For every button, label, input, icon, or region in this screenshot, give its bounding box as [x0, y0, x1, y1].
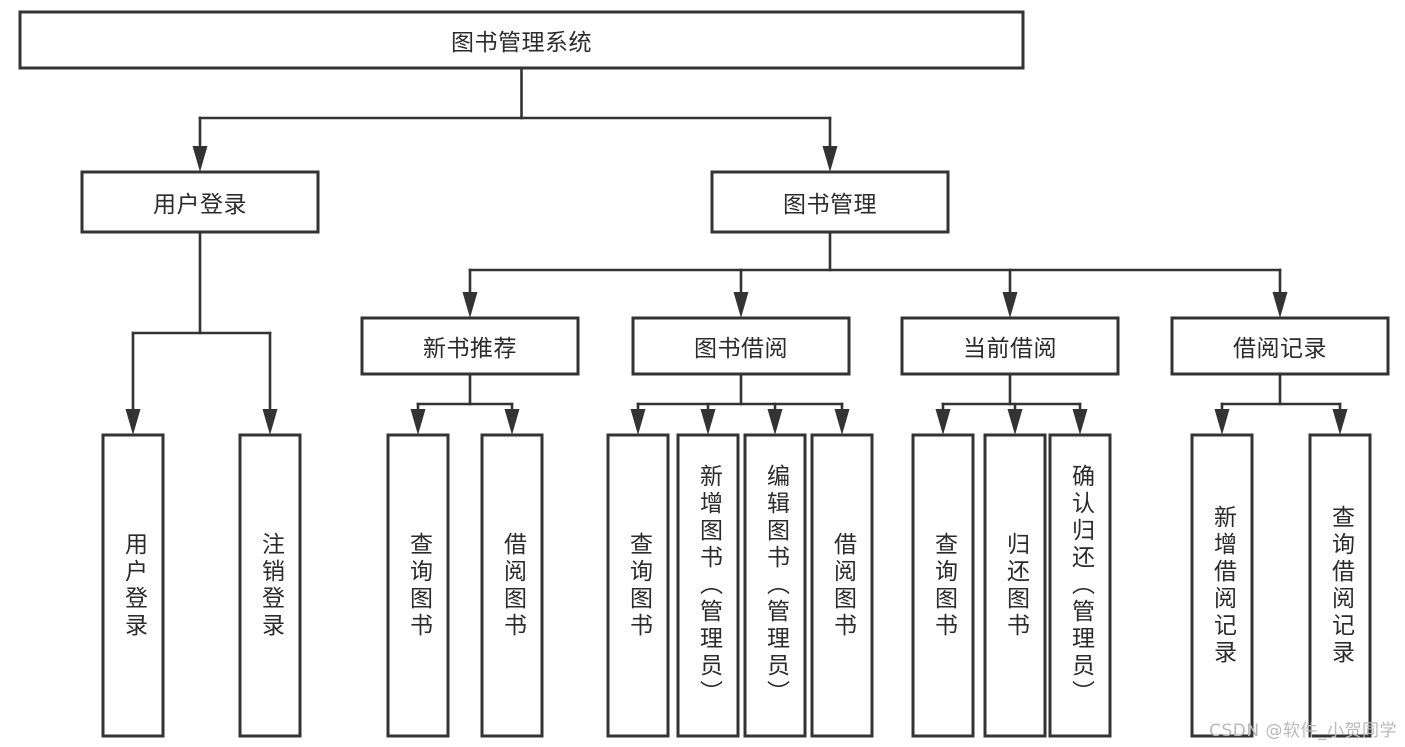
node-leaf-query-book-3[interactable]: [911, 433, 975, 738]
node-leaf-query-book-1[interactable]: [386, 433, 450, 738]
node-leaf-confirm-return[interactable]: [1048, 433, 1112, 738]
node-root[interactable]: [18, 10, 1025, 70]
node-leaf-user-logout[interactable]: [238, 433, 302, 738]
node-current-borrow[interactable]: [900, 316, 1120, 376]
node-new-book-recommend[interactable]: [360, 316, 580, 376]
node-user-login[interactable]: [80, 170, 320, 234]
node-leaf-borrow-book-2[interactable]: [810, 433, 874, 738]
node-leaf-query-record[interactable]: [1308, 433, 1372, 738]
node-leaf-query-book-2[interactable]: [606, 433, 670, 738]
node-leaf-return-book[interactable]: [983, 433, 1047, 738]
node-leaf-borrow-book-1[interactable]: [480, 433, 544, 738]
watermark-text: CSDN @软件_小贺同学: [1209, 721, 1397, 741]
node-leaf-user-login[interactable]: [101, 433, 165, 738]
node-leaf-add-book[interactable]: [676, 433, 740, 738]
node-book-borrow[interactable]: [631, 316, 851, 376]
node-borrow-record[interactable]: [1170, 316, 1390, 376]
node-leaf-edit-book[interactable]: [743, 433, 807, 738]
node-leaf-add-record[interactable]: [1190, 433, 1254, 738]
node-book-manage[interactable]: [710, 170, 950, 234]
